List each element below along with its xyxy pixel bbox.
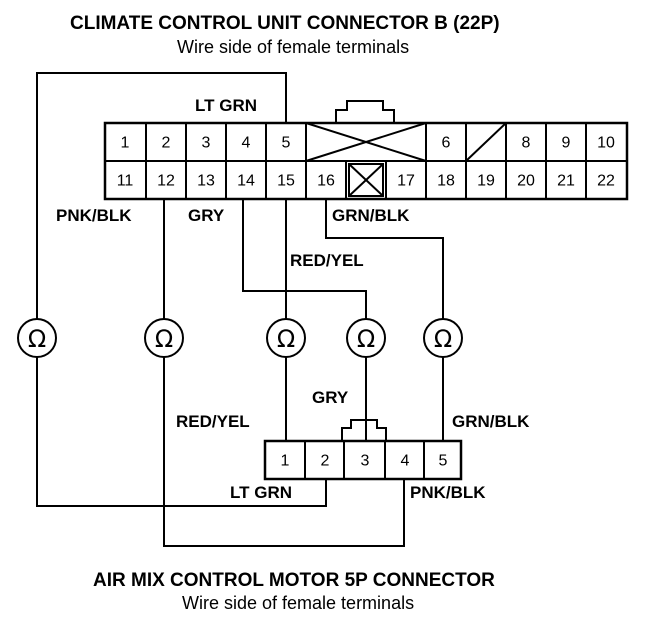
pin-label: 17 <box>397 173 415 190</box>
pin-label: 5 <box>282 135 291 152</box>
pin-label: 11 <box>117 173 134 190</box>
ohmmeter-1 <box>17 318 57 358</box>
ohmmeter-3 <box>266 318 306 358</box>
wire-lt-grn <box>36 72 327 507</box>
wire-label-lt-grn-bottom: LT GRN <box>230 483 293 502</box>
wire-label-grn-blk-top: GRN/BLK <box>332 206 410 225</box>
wire-label-lt-grn-top: LT GRN <box>195 96 258 115</box>
pin-label: 16 <box>317 173 335 190</box>
connector-b-blank-cross-b <box>305 122 427 162</box>
motor-connector-body <box>263 439 463 481</box>
wire-gry <box>242 199 367 441</box>
pin-label: 8 <box>522 135 531 152</box>
motor-pin-label: 4 <box>401 453 410 470</box>
ohm-symbol: Ω <box>28 325 46 353</box>
wire-pnk-blk <box>163 199 405 547</box>
wire-label-gry-bottom: GRY <box>312 388 349 407</box>
pin-label: 21 <box>557 173 575 190</box>
wire-label-pnk-blk-bottom: PNK/BLK <box>410 483 486 502</box>
ohm-symbol: Ω <box>155 325 173 353</box>
connector-b-title: CLIMATE CONTROL UNIT CONNECTOR B (22P) <box>70 13 500 34</box>
wire-label-pnk-blk-left: PNK/BLK <box>56 206 132 225</box>
wire-label-gry-top: GRY <box>188 206 225 225</box>
pin-label: 6 <box>442 135 451 152</box>
pin-label: 13 <box>197 173 215 190</box>
motor-connector-subtitle: Wire side of female terminals <box>182 593 415 613</box>
ohmmeter-4 <box>346 318 386 358</box>
pin-label: 10 <box>597 135 615 152</box>
pin-label: 1 <box>121 135 130 152</box>
ohm-symbol: Ω <box>277 325 295 353</box>
connector-b-lock-tab <box>335 100 395 123</box>
pin-label: 2 <box>162 135 171 152</box>
pin-label: 19 <box>477 173 495 190</box>
motor-pin-label: 2 <box>321 453 330 470</box>
pin-label: 18 <box>437 173 455 190</box>
pin-label: 22 <box>597 173 615 190</box>
wire-label-red-yel-bottom: RED/YEL <box>176 412 250 431</box>
ohmmeter-5 <box>423 318 463 358</box>
motor-connector-title: AIR MIX CONTROL MOTOR 5P CONNECTOR <box>93 570 495 591</box>
ohm-symbol: Ω <box>357 325 375 353</box>
pin-label: 12 <box>157 173 175 190</box>
ohm-symbol: Ω <box>434 325 452 353</box>
motor-pin-label: 5 <box>439 453 448 470</box>
ohmmeter-2 <box>144 318 184 358</box>
pin-label: 9 <box>562 135 571 152</box>
motor-pin-label: 1 <box>281 453 290 470</box>
wire-label-red-yel-top: RED/YEL <box>290 251 364 270</box>
pin-label: 3 <box>202 135 211 152</box>
pin-label: 20 <box>517 173 535 190</box>
wire-label-grn-blk-bottom: GRN/BLK <box>452 412 530 431</box>
pin-label: 15 <box>277 173 295 190</box>
motor-pin-label: 3 <box>361 453 370 470</box>
connector-b-subtitle: Wire side of female terminals <box>177 37 410 57</box>
motor-connector-lock-tab <box>341 419 387 441</box>
pin-label: 4 <box>242 135 251 152</box>
connector-b-blank-slash <box>465 122 507 162</box>
pin-label: 14 <box>237 173 255 190</box>
connector-b-blank-box <box>348 163 384 197</box>
